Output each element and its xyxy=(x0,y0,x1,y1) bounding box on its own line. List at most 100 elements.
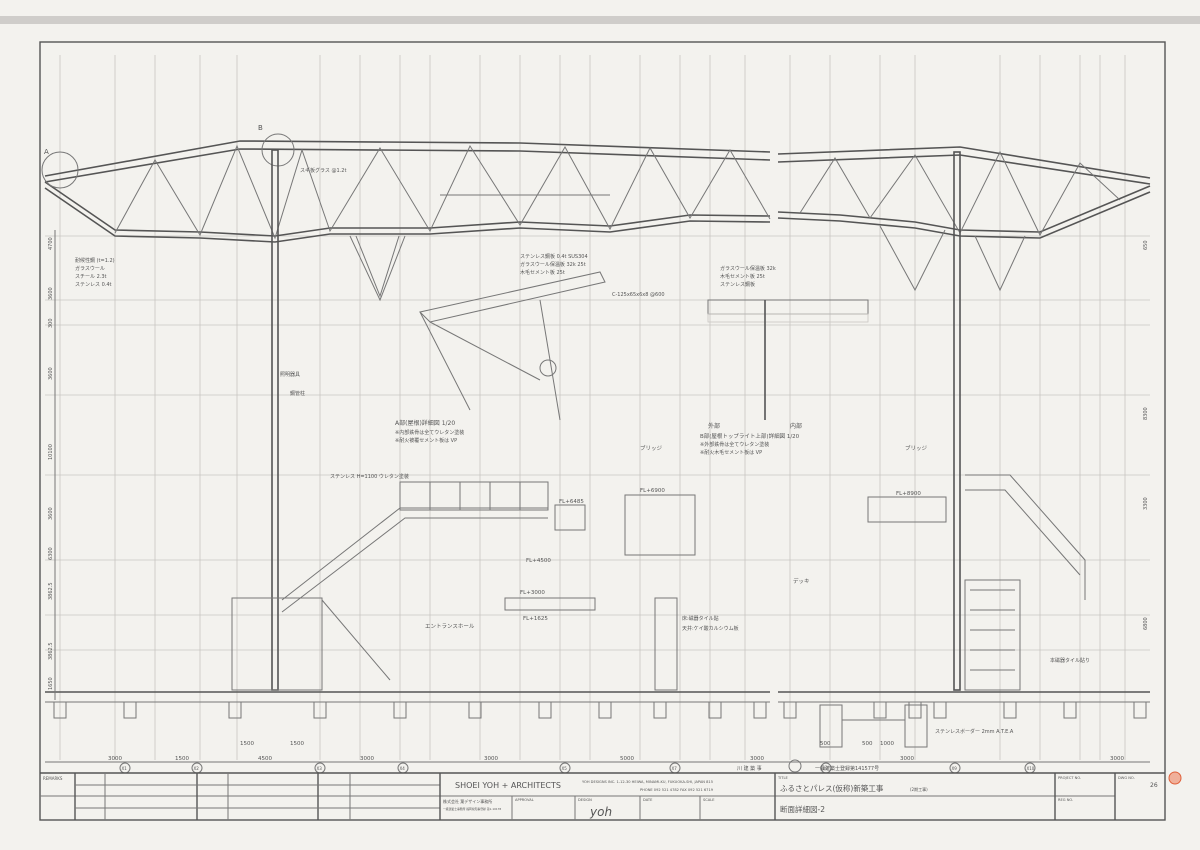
project-no-label: PROJECT NO. xyxy=(1058,776,1081,780)
vertical-dimension-label: 8300 xyxy=(1143,407,1149,420)
vertical-dimension-label: 10100 xyxy=(48,444,54,460)
reg-no-label: REG NO. xyxy=(1058,798,1073,802)
footing xyxy=(598,701,612,719)
dwg-no: 26 xyxy=(1150,782,1158,789)
firm-registration: 一級建築士事務所 福岡県知事登録 第1-10178 xyxy=(443,807,501,811)
dimension-label: 500 xyxy=(862,741,873,747)
roof-note: C-125x65x6x8 @600 xyxy=(612,292,665,298)
roof-truss-right xyxy=(777,146,1151,292)
paper-edge-strip xyxy=(0,16,1200,24)
wall-note: ガラスウール xyxy=(75,265,105,272)
stair-note: ステンレス H=1100 ウレタン塗装 xyxy=(330,473,409,480)
dimension-label: 3000 xyxy=(1110,756,1124,762)
footing xyxy=(753,701,767,719)
vertical-dimensions: 47003600300360010100360063003862.53862.5… xyxy=(48,230,1149,700)
entrance-hall-label: エントランスホール xyxy=(425,623,475,630)
footing xyxy=(1003,701,1017,719)
footing xyxy=(653,701,667,719)
footing xyxy=(908,701,922,719)
project-title: ふるさとパレス(仮称)新築工事 xyxy=(780,783,884,793)
detail2-note: ガラスウール保温板 32k xyxy=(720,265,776,272)
ground-floor-slab xyxy=(45,691,1150,748)
fl-level: FL+6900 xyxy=(640,488,665,494)
vertical-dimension-label: 3862.5 xyxy=(48,583,54,601)
detail1-note: ※耐火被覆セメント板は VP xyxy=(395,437,457,444)
detail-roof-section: A部(屋根)詳細図 1/20 ※内部鉄骨は全てウレタン塗装 ※耐火被覆セメント板… xyxy=(395,253,665,444)
date-label: DATE xyxy=(643,798,653,802)
vertical-dimension-label: 650 xyxy=(1143,240,1149,250)
firm-japanese-name: 株式会社 葉デザイン事務所 xyxy=(443,798,492,804)
fl-level: FL+8900 xyxy=(896,491,921,497)
detail-mark-a: A xyxy=(44,148,49,156)
bridge-label: ブリッジ xyxy=(905,444,928,452)
grid-label: X2 xyxy=(194,766,200,771)
finish-note: 本磁器タイル貼り xyxy=(1050,657,1090,664)
fl-level: FL+3000 xyxy=(520,590,545,596)
grid-label: X5 xyxy=(562,766,568,771)
detail2-note: ※耐火木毛セメント板は VP xyxy=(700,449,762,456)
drawing-frame xyxy=(39,41,1166,821)
footings xyxy=(53,701,1147,719)
vertical-dimension-label: 6300 xyxy=(48,547,54,560)
footing xyxy=(1063,701,1077,719)
dimension-label: 5000 xyxy=(620,756,634,762)
footing-note: ステンレスボーダー 2mm A.T.E.A xyxy=(935,728,1014,735)
architect-registration: 一級建築士登録第141577号 xyxy=(815,765,879,772)
detail-mark-b: B xyxy=(258,124,263,132)
dimension-label: 3000 xyxy=(108,756,122,762)
grid-label: X10 xyxy=(1027,766,1035,771)
remarks-label: REMARKS xyxy=(43,776,63,781)
dimension-label: 1500 xyxy=(290,741,304,747)
vertical-dimension-label: 4700 xyxy=(48,237,54,250)
roof-note: ガラスウール保温板 32k 25t xyxy=(520,261,586,268)
dimension-label: 500 xyxy=(820,741,831,747)
approval-label: APPROVAL xyxy=(515,798,534,802)
dimension-label: 1000 xyxy=(880,741,894,747)
fl-level: FL+4500 xyxy=(526,558,551,564)
roof-left-note: スギ板グラス @1.2t xyxy=(300,167,346,174)
scale-label: SCALE xyxy=(703,798,715,802)
vertical-dimension-label: 3600 xyxy=(48,507,54,520)
firm-phone: PHONE 092 521 4782 FAX 092 521 6719 xyxy=(640,788,714,792)
finish-note: 床:磁器タイル貼 xyxy=(682,615,719,622)
dimension-label: 3000 xyxy=(750,756,764,762)
detail-toplight-section: 外部 内部 B部(屋根トップライト上部)詳細図 1/20 ※外部鉄骨は全てウレタ… xyxy=(700,265,869,456)
detail2-note: 木毛セメント板 25t xyxy=(720,273,765,280)
footing xyxy=(228,701,242,719)
grid-label: X9 xyxy=(952,766,958,771)
grid-label: X8 xyxy=(823,766,829,771)
footing xyxy=(123,701,137,719)
footing xyxy=(53,701,67,719)
dimension-label: 3000 xyxy=(900,756,914,762)
vertical-dimension-label: 3600 xyxy=(48,287,54,300)
annotations: ステンレス H=1100 ウレタン塗装 照明器具 鋼管柱 スギ板グラス @1.2… xyxy=(75,167,1090,735)
seal-stamp xyxy=(1168,771,1182,785)
stairs-and-bridges xyxy=(231,474,1086,691)
grid-label: X4 xyxy=(400,766,406,771)
footing xyxy=(313,701,327,719)
design-label: DESIGN xyxy=(578,798,592,802)
dimension-label: 3000 xyxy=(360,756,374,762)
label-exterior: 外部 xyxy=(708,422,720,430)
project-phase: (2期工事) xyxy=(910,786,928,792)
office-registration-prefix: 川 建 築 事 xyxy=(737,765,762,772)
finish-note: 天井:ケイ酸カルシウム板 xyxy=(682,625,739,632)
footing xyxy=(468,701,482,719)
firm-address: YOH DESIGNS INC. 1-12-30 HEIWA, MINAMI-K… xyxy=(582,780,713,784)
column-right xyxy=(953,151,961,691)
dimension-label: 1500 xyxy=(175,756,189,762)
roof-note: 木毛セメント板 25t xyxy=(520,269,565,276)
detail2-note: ※外部鉄骨は全てウレタン塗装 xyxy=(700,441,769,448)
drawing-title: 断面詳細図-2 xyxy=(780,804,825,814)
wall-note: スチール 2.3t xyxy=(75,274,107,280)
fl-level: FL+1625 xyxy=(523,616,548,622)
fl-level: FL+6485 xyxy=(559,499,584,505)
deck-label: デッキ xyxy=(793,577,810,585)
roof-note: ステンレス鋼板 0.4t SUS304 xyxy=(520,253,588,260)
wall-note: 耐候性鋼 (t=1.2) xyxy=(75,257,115,264)
dwg-no-label: DWG NO. xyxy=(1118,776,1135,780)
grid-label: X1 xyxy=(122,766,128,771)
footing xyxy=(708,701,722,719)
